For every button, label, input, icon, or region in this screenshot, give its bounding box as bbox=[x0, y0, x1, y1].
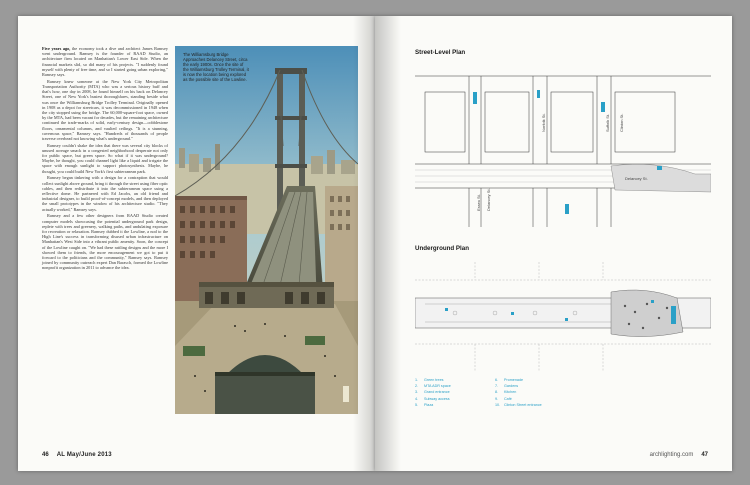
legend-item: 7.Gardens bbox=[495, 384, 519, 389]
article-column: Five years ago, the economy took a dive … bbox=[42, 46, 168, 272]
legend-item: 2.MTA ADR space bbox=[415, 384, 451, 389]
street-label-delancey: Delancey St. bbox=[625, 176, 648, 181]
website-url: archlighting.com bbox=[649, 452, 694, 458]
paragraph-1: Five years ago, the economy took a dive … bbox=[42, 46, 169, 78]
legend-item: 3.Grand entrance bbox=[415, 390, 450, 395]
left-folio: 46 AL May/June 2013 bbox=[42, 452, 112, 458]
street-label-clinton: Clinton St. bbox=[619, 114, 624, 132]
street-label-essex: Essex St. bbox=[476, 194, 481, 211]
plan-legend: 1.Green trees 2.MTA ADR space 3.Grand en… bbox=[415, 378, 655, 409]
right-folio: archlighting.com 47 bbox=[650, 452, 708, 458]
street-level-plan-drawing: Norfolk St. Suffolk St. Clinton St. Dela… bbox=[415, 75, 711, 227]
street-label-suffolk: Suffolk St. bbox=[605, 114, 610, 132]
underground-plan-title: Underground Plan bbox=[415, 245, 469, 252]
street-plan-title: Street-Level Plan bbox=[415, 49, 466, 56]
gutter-shadow-left bbox=[353, 16, 375, 471]
underground-plan-drawing bbox=[415, 262, 711, 372]
gutter-shadow-right bbox=[375, 16, 401, 471]
page-number-left: 46 bbox=[42, 452, 49, 458]
street-label-delancey-2: Delancey St. bbox=[486, 188, 491, 211]
paragraph-5: Ramsey and a few other designers from RA… bbox=[42, 213, 168, 271]
publication-issue: AL May/June 2013 bbox=[56, 452, 112, 458]
legend-item: 1.Green trees bbox=[415, 378, 444, 382]
page-number-right: 47 bbox=[701, 452, 708, 458]
legend-item: 8.Kitchen bbox=[495, 390, 517, 395]
right-page: Street-Level Plan bbox=[375, 16, 732, 471]
legend-item: 9.Café bbox=[495, 396, 512, 401]
paragraph-3: Ramsey couldn't shake the idea that ther… bbox=[42, 142, 168, 174]
legend-item: 5.Plaza bbox=[415, 402, 434, 407]
paragraph-2: Ramsey knew someone at the New York City… bbox=[42, 78, 168, 141]
magazine-spread: Five years ago, the economy took a dive … bbox=[18, 16, 732, 471]
lead-in: Five years ago, bbox=[42, 46, 71, 51]
historic-postcard-photo bbox=[175, 46, 358, 414]
paragraph-4: Ramsey began tinkering with a design for… bbox=[42, 175, 169, 212]
legend-item: 4.Subway access bbox=[415, 396, 450, 401]
street-label-norfolk: Norfolk St. bbox=[541, 113, 546, 132]
legend-item: 10.Clinton Street entrance bbox=[495, 402, 542, 407]
left-page: Five years ago, the economy took a dive … bbox=[18, 16, 375, 471]
legend-item: 6.Promenade bbox=[495, 378, 524, 382]
photo-caption: The Williamsburg Bridge Approaches Delan… bbox=[183, 52, 249, 83]
